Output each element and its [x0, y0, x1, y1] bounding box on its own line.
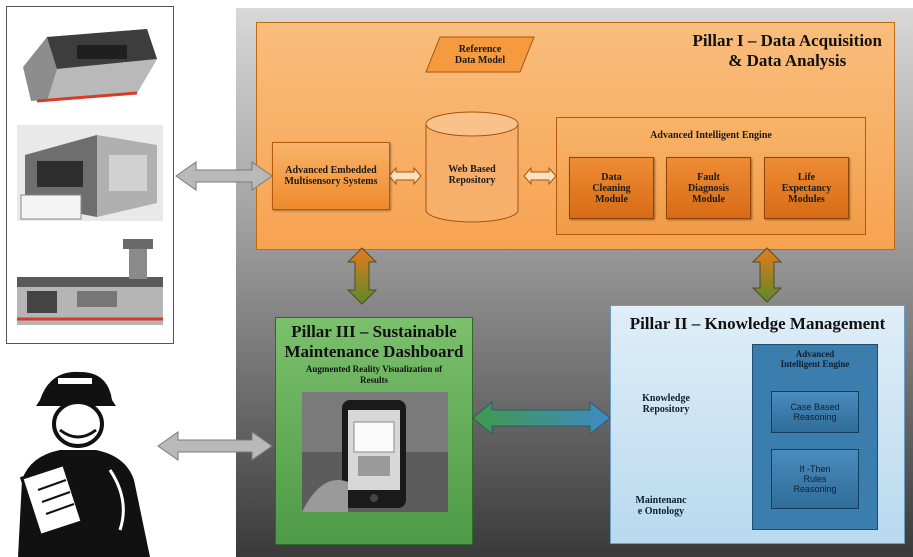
embedded-systems-box: Advanced Embedded Multisensory Systems: [272, 142, 390, 210]
pillar-2-engine-box: Advanced Intelligent Engine Case Based R…: [752, 344, 878, 530]
pillar-2-title: Pillar II – Knowledge Management: [629, 314, 886, 333]
maintenance-ontology-label: Maintenanc e Ontology: [635, 495, 687, 517]
reference-data-model-label: Reference Data Model: [454, 43, 506, 66]
double-arrow-icon: [388, 166, 422, 186]
grey-double-arrow-icon: [157, 431, 273, 461]
machines-panel: [6, 6, 174, 344]
engine-title: Advanced Intelligent Engine: [650, 130, 772, 141]
knowledge-repository-label: Knowledge Repository: [642, 393, 690, 415]
double-arrow-icon: [523, 166, 557, 186]
pillar-3-subtitle: Augmented Reality Visualization of Resul…: [305, 364, 443, 385]
machine-photo-2: [17, 125, 163, 221]
if-then-rules-module: If -Then Rules Reasoning: [771, 449, 859, 509]
web-repository-cylinder: [425, 111, 519, 223]
machine-photo-3: [17, 239, 163, 325]
data-cleaning-module: Data Cleaning Module: [569, 157, 654, 219]
pillar-3-panel: Pillar III – Sustainable Maintenance Das…: [275, 317, 473, 545]
pillar-2-engine-title: Advanced Intelligent Engine: [780, 349, 850, 369]
pillar-1-title: Pillar I – Data Acquisition & Data Analy…: [692, 31, 882, 70]
pillar-3-title: Pillar III – Sustainable Maintenance Das…: [284, 322, 464, 361]
reference-data-model-shape: [425, 36, 535, 73]
maintenance-worker-icon: [18, 371, 150, 557]
case-based-reasoning-module: Case Based Reasoning: [771, 391, 859, 433]
vertical-double-arrow-icon: [751, 247, 783, 303]
green-blue-double-arrow-icon: [472, 400, 611, 436]
ar-phone-photo: [302, 392, 448, 512]
web-repository-label: Web Based Repository: [448, 164, 496, 186]
machine-photo-1: [23, 29, 157, 103]
life-expectancy-module: Life Expectancy Modules: [764, 157, 849, 219]
fault-diagnosis-module: Fault Diagnosis Module: [666, 157, 751, 219]
vertical-double-arrow-icon: [346, 247, 378, 305]
grey-double-arrow-icon: [175, 161, 273, 191]
